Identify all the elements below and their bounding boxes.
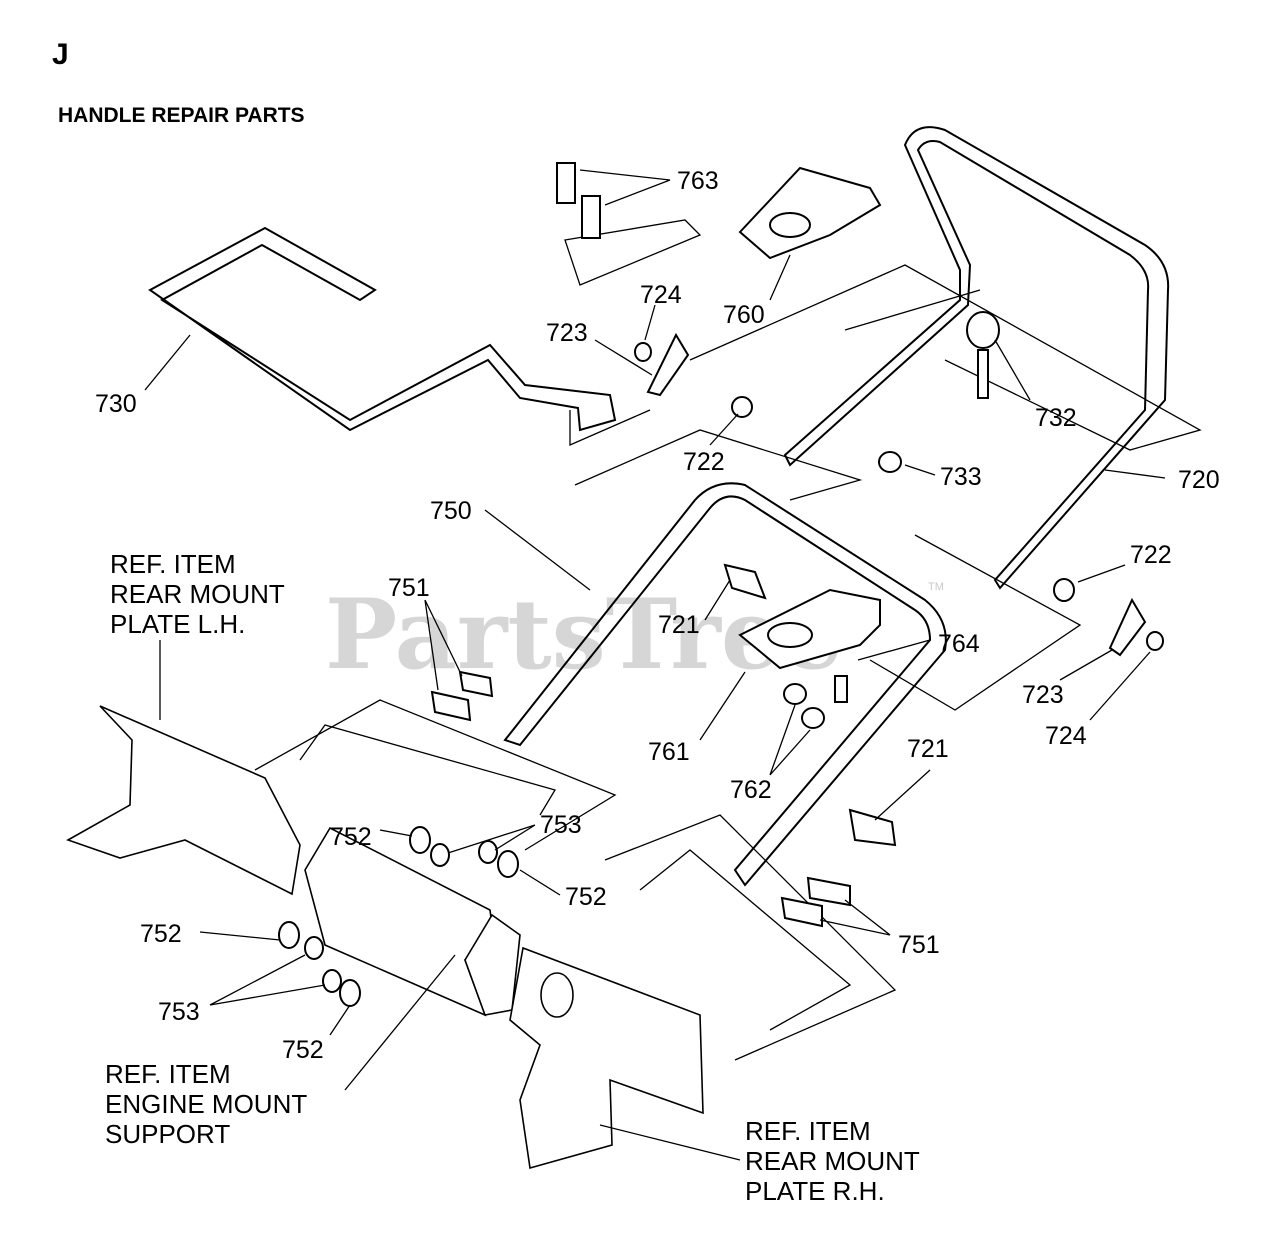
- callout-762: 762: [730, 776, 772, 804]
- section-letter: J: [52, 38, 69, 71]
- bolts-751-left: [430, 670, 494, 722]
- screw-764: [834, 675, 848, 703]
- leader-lines: [144, 169, 1166, 1161]
- callout-763: 763: [677, 167, 719, 195]
- callout-722-top: 722: [683, 448, 725, 476]
- bolts-763: [556, 162, 601, 239]
- ref-rh-line-2: REAR MOUNT: [745, 1146, 920, 1176]
- rear-mount-plate-lh: [66, 705, 301, 896]
- clamp-plate-761: [738, 588, 881, 670]
- ref-rh-line-3: PLATE R.H.: [745, 1176, 885, 1206]
- carriage-bolt-721-right: [848, 808, 897, 847]
- callout-753-a: 753: [540, 811, 582, 839]
- lower-handle-750: [503, 482, 947, 887]
- ref-em-line-3: SUPPORT: [105, 1119, 230, 1149]
- ref-label-engine-mount: REF. ITEM ENGINE MOUNT SUPPORT: [105, 1059, 307, 1149]
- callout-751-right: 751: [898, 931, 940, 959]
- clamp-760: [738, 166, 882, 260]
- nuts-762: [783, 683, 825, 729]
- callout-752-d: 752: [282, 1036, 324, 1064]
- callout-724-top: 724: [640, 281, 682, 309]
- engine-mount-support: [304, 826, 521, 1017]
- callout-751-left: 751: [388, 574, 430, 602]
- ref-label-rear-mount-rh: REF. ITEM REAR MOUNT PLATE R.H.: [745, 1116, 920, 1206]
- callout-732: 732: [1035, 404, 1077, 432]
- callout-752-b: 752: [565, 883, 607, 911]
- callout-752-a: 752: [330, 823, 372, 851]
- watermark-tm: TM: [928, 581, 944, 593]
- callout-721-right: 721: [907, 735, 949, 763]
- ref-em-line-1: REF. ITEM: [105, 1059, 231, 1089]
- callout-722-right: 722: [1130, 541, 1172, 569]
- upper-handle-720: [783, 126, 1170, 590]
- callout-752-c: 752: [140, 920, 182, 948]
- eye-bolt-732: [966, 311, 1000, 399]
- ref-label-rear-mount-lh: REF. ITEM REAR MOUNT PLATE L.H.: [110, 549, 285, 639]
- ref-rh-line-1: REF. ITEM: [745, 1116, 871, 1146]
- ref-lh-line-2: REAR MOUNT: [110, 579, 285, 609]
- bail-wire-730: [148, 226, 617, 432]
- callout-720: 720: [1178, 466, 1220, 494]
- callout-764: 764: [938, 630, 980, 658]
- callout-750: 750: [430, 497, 472, 525]
- callout-753-b: 753: [158, 998, 200, 1026]
- knob-723-right: [1053, 578, 1164, 657]
- callout-723-right: 723: [1022, 681, 1064, 709]
- callout-733: 733: [940, 463, 982, 491]
- callout-724-right: 724: [1045, 722, 1087, 750]
- callout-723-top: 723: [546, 319, 588, 347]
- callouts: 763 724 723 760 730 722 732 733 720 750 …: [95, 167, 1220, 1064]
- ref-em-line-2: ENGINE MOUNT: [105, 1089, 307, 1119]
- page-title: HANDLE REPAIR PARTS: [58, 104, 305, 127]
- callout-761: 761: [648, 738, 690, 766]
- callout-721-left: 721: [658, 611, 700, 639]
- nut-733: [878, 451, 902, 473]
- ref-lh-line-3: PLATE L.H.: [110, 609, 245, 639]
- ref-lh-line-1: REF. ITEM: [110, 549, 236, 579]
- bolts-751-right: [780, 876, 851, 928]
- callout-730: 730: [95, 390, 137, 418]
- knob-723-top: [634, 332, 753, 418]
- rear-mount-plate-rh: [509, 946, 704, 1170]
- callout-760: 760: [723, 301, 765, 329]
- washers-nuts: [278, 826, 519, 1007]
